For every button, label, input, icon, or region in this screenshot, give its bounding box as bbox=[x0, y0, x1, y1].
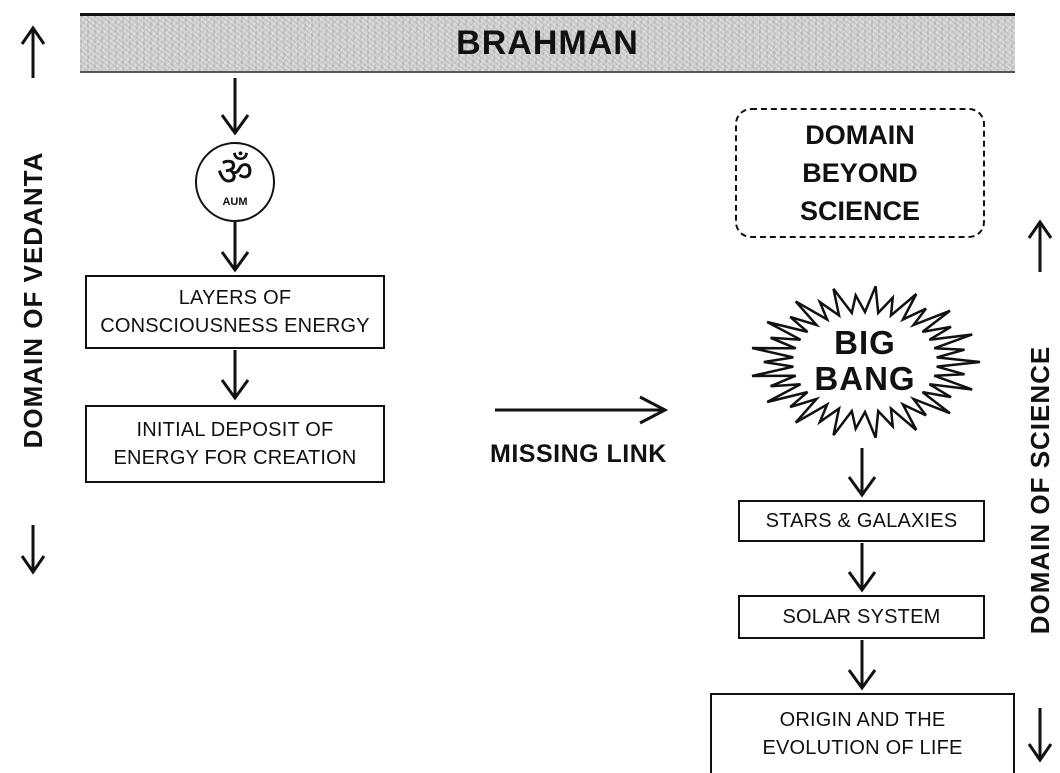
science-down-arrow bbox=[1027, 708, 1053, 763]
brahman-banner: BRAHMAN bbox=[80, 13, 1015, 73]
stars-galaxies-box: STARS & GALAXIES bbox=[738, 500, 985, 542]
origin-of-life-box: ORIGIN AND THE EVOLUTION OF LIFE bbox=[710, 693, 1015, 773]
brahman-title: BRAHMAN bbox=[456, 24, 639, 62]
arrow-missing-link bbox=[495, 395, 669, 425]
arrow-bigbang-to-stars bbox=[847, 448, 877, 498]
arrow-aum-to-layers bbox=[220, 222, 250, 273]
aum-symbol: ॐ AUM bbox=[195, 142, 275, 222]
vedanta-up-arrow bbox=[20, 25, 46, 78]
arrow-stars-to-solar bbox=[847, 543, 877, 593]
big-bang-label: BIG BANG bbox=[814, 324, 916, 397]
arrow-solar-to-life bbox=[847, 640, 877, 691]
domain-of-science-label: DOMAIN OF SCIENCE bbox=[1025, 345, 1055, 635]
arrow-brahman-to-aum bbox=[220, 78, 250, 136]
missing-link-label: MISSING LINK bbox=[490, 440, 667, 468]
aum-label: AUM bbox=[222, 196, 248, 208]
solar-system-box: SOLAR SYSTEM bbox=[738, 595, 985, 639]
layers-of-consciousness-box: LAYERS OF CONSCIOUSNESS ENERGY bbox=[85, 275, 385, 349]
initial-deposit-box: INITIAL DEPOSIT OF ENERGY FOR CREATION bbox=[85, 405, 385, 483]
big-bang-burst-icon bbox=[751, 285, 981, 439]
science-up-arrow bbox=[1027, 219, 1053, 272]
arrow-layers-to-deposit bbox=[220, 350, 250, 401]
domain-beyond-science-box: DOMAIN BEYOND SCIENCE bbox=[735, 108, 985, 238]
om-icon: ॐ bbox=[216, 150, 254, 194]
vedanta-down-arrow bbox=[20, 525, 46, 575]
domain-of-vedanta-label: DOMAIN OF VEDANTA bbox=[18, 151, 48, 449]
